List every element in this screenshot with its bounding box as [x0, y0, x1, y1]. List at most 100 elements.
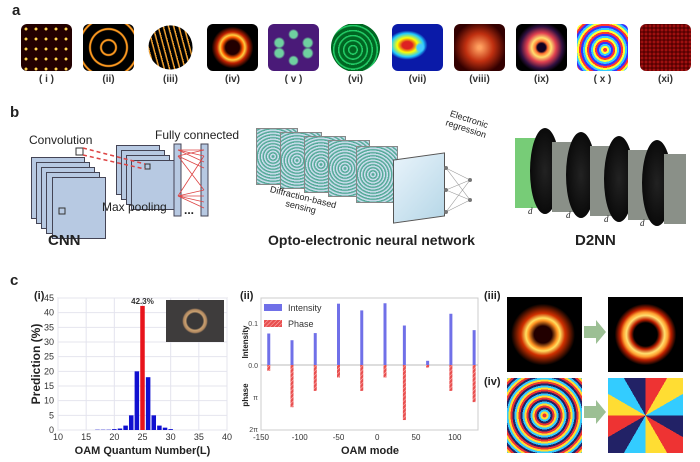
legend-swatch-intensity — [264, 304, 282, 311]
phase-bar — [290, 365, 294, 408]
beam-image-label: ( x ) — [593, 74, 612, 85]
panel-a-label: a — [12, 2, 21, 19]
beam-image-label: (iii) — [163, 74, 178, 85]
beam-image-label: (vi) — [348, 74, 363, 85]
arrow-right-icon — [584, 320, 606, 344]
beam-image-label: (ix) — [534, 74, 549, 85]
beam-image-2 — [83, 24, 134, 71]
intensity-bar — [313, 333, 317, 365]
sub-label-i: (i) — [34, 290, 45, 302]
distance-label: d — [566, 210, 571, 220]
y-tick-label: 2π — [249, 427, 258, 434]
legend-label-intensity: Intensity — [288, 303, 322, 313]
intensity-bar — [267, 333, 271, 365]
legend-swatch-phase — [264, 320, 282, 327]
phase-bar — [313, 365, 317, 391]
y-tick-label: 0.1 — [248, 321, 258, 328]
bar — [145, 377, 151, 430]
regression-network — [444, 166, 472, 214]
x-tick-label: 20 — [109, 432, 119, 442]
panel-c-label: c — [10, 272, 19, 289]
bar — [128, 415, 134, 430]
beam-image-7 — [392, 24, 443, 71]
intensity-bar — [449, 313, 453, 365]
corrected-intensity-image — [608, 297, 683, 372]
x-tick-label: 100 — [448, 433, 462, 442]
beam-image-5 — [268, 24, 319, 71]
distorted-phase-image — [507, 378, 582, 453]
diffraction-plane — [356, 146, 398, 203]
arrow-right-icon — [584, 400, 606, 424]
beam-image-9 — [516, 24, 567, 71]
x-tick-label: 10 — [53, 432, 63, 442]
y-tick-label: π — [253, 395, 258, 402]
y-tick-label: 35 — [44, 322, 54, 332]
y-axis-label-phase: phase — [241, 383, 250, 407]
y-tick-label: 15 — [44, 381, 54, 391]
intensity-bar — [290, 340, 294, 365]
phase-bar — [337, 365, 340, 378]
plot-area — [260, 297, 479, 431]
y-tick-label: 45 — [44, 293, 54, 303]
phase-bar — [360, 365, 364, 391]
opto-title: Opto-electronic neural network — [268, 232, 475, 248]
phase-bar — [383, 365, 387, 378]
beam-image-label: (vii) — [408, 74, 427, 85]
bar — [157, 425, 162, 430]
bar — [151, 415, 157, 430]
kernel-box — [58, 207, 66, 215]
fc-layer — [173, 143, 182, 217]
x-axis-label: OAM mode — [341, 445, 399, 457]
legend-label-phase: Phase — [288, 319, 314, 329]
fully-connected-label: Fully connected — [155, 128, 240, 142]
ellipsis-label: ... — [184, 203, 195, 217]
bar — [112, 429, 117, 430]
distance-label: d — [528, 206, 533, 216]
intensity-bar — [472, 330, 476, 365]
sub-label-ii: (ii) — [240, 290, 254, 302]
beam-image-4 — [207, 24, 258, 71]
phase-bar — [267, 365, 271, 371]
intensity-bar — [402, 325, 406, 365]
oam-ring-inset — [166, 300, 224, 342]
cnn-connections — [58, 143, 209, 217]
max-pooling-label: Max pooling — [102, 200, 167, 214]
x-tick-label: 25 — [137, 432, 147, 442]
y-tick-label: 30 — [44, 337, 54, 347]
x-tick-label: 30 — [166, 432, 176, 442]
highlight-bar — [140, 305, 145, 430]
beam-image-6 — [330, 24, 381, 71]
x-tick-label: 0 — [375, 433, 380, 442]
conv-layer — [52, 177, 106, 239]
phase-bar — [449, 365, 453, 391]
x-tick-label: 40 — [222, 432, 232, 442]
y-tick-label: 25 — [44, 352, 54, 362]
phase-bar — [402, 365, 406, 421]
beam-image-label: ( v ) — [284, 74, 303, 85]
kernel-box — [75, 147, 84, 156]
beam-image-3 — [148, 25, 193, 70]
beam-image-11 — [640, 24, 691, 71]
y-tick-label: 10 — [44, 396, 54, 406]
panel-b-label: b — [10, 104, 20, 121]
pool-box — [144, 163, 151, 170]
bar — [162, 427, 168, 430]
beam-image-label: (viii) — [469, 74, 490, 85]
convolution-label: Convolution — [29, 133, 93, 147]
bar — [168, 429, 173, 430]
y-tick-label: 0.0 — [248, 363, 258, 370]
sub-label-iii: (iii) — [484, 290, 501, 302]
sub-label-iv: (iv) — [484, 376, 501, 388]
bar — [123, 425, 128, 430]
x-tick-label: 15 — [81, 432, 91, 442]
d2nn-title: D2NN — [575, 232, 616, 249]
x-tick-label: 35 — [194, 432, 204, 442]
data-label: 42.3% — [131, 297, 154, 306]
fc-layer — [200, 143, 209, 217]
cnn-title: CNN — [48, 232, 81, 249]
distance-label: d — [604, 214, 609, 224]
x-tick-label: -50 — [333, 433, 345, 442]
sensor-plane — [393, 152, 445, 224]
y-tick-label: 5 — [49, 410, 54, 420]
